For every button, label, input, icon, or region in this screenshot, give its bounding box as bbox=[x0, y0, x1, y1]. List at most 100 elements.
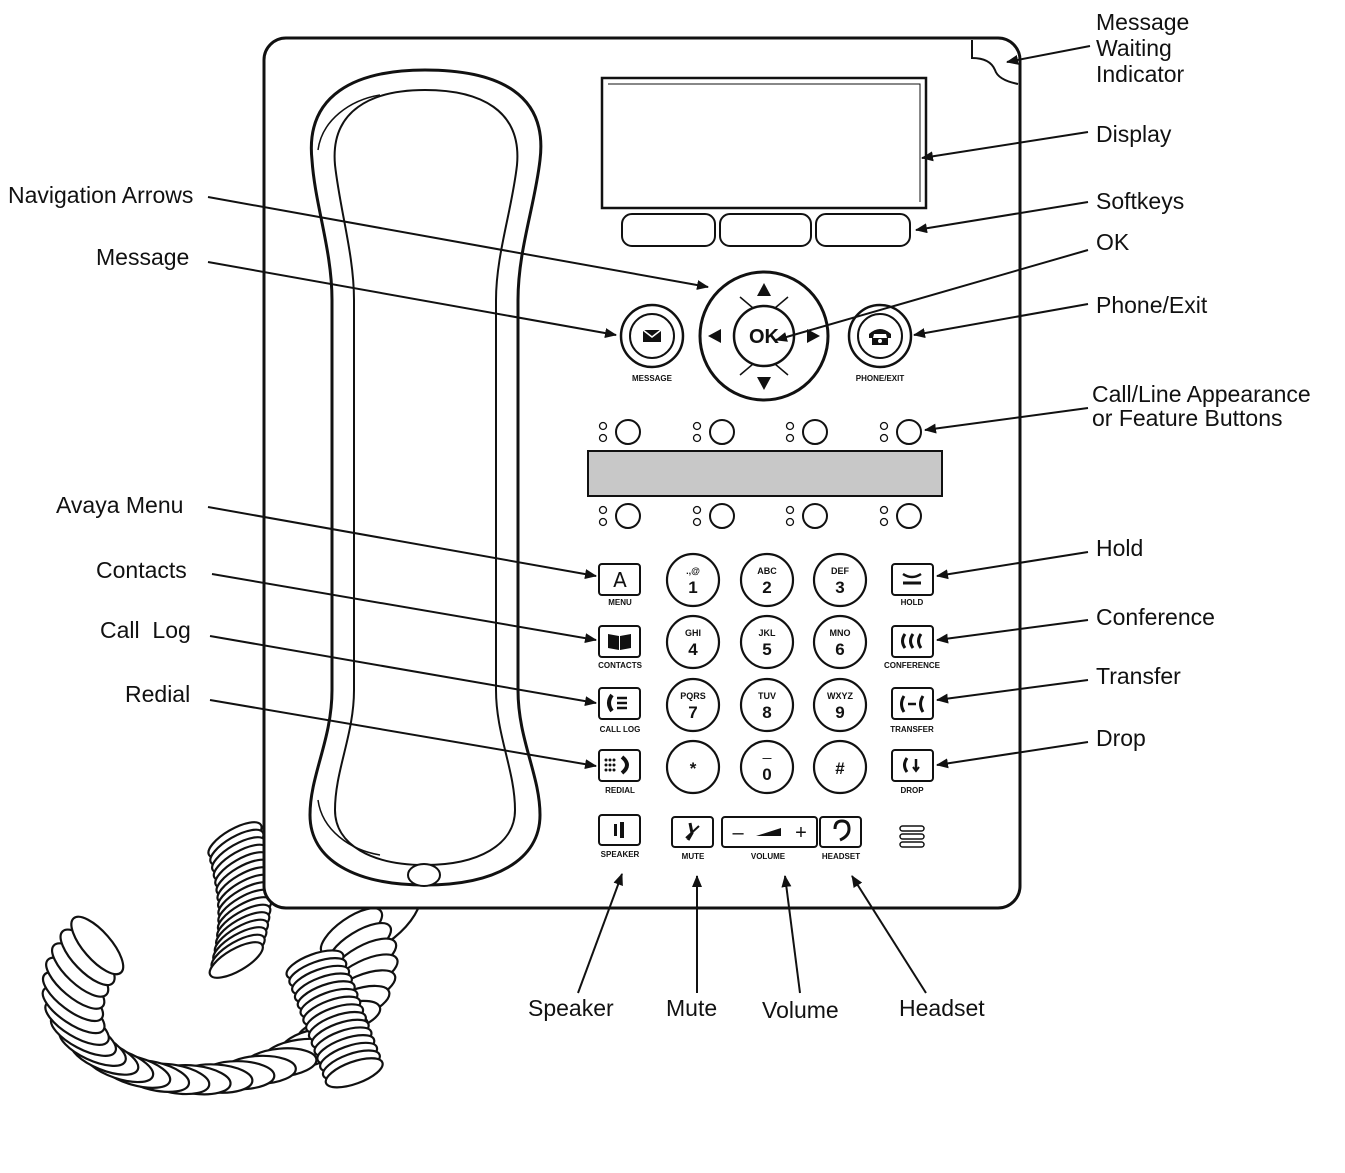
mute-button[interactable]: MUTE bbox=[671, 816, 714, 861]
line-appearance-button[interactable] bbox=[692, 419, 735, 445]
menu-button[interactable]: A MENU bbox=[598, 563, 641, 607]
handset bbox=[308, 68, 543, 887]
dial-key-11[interactable]: —0 bbox=[739, 739, 795, 795]
callout-volume: Volume bbox=[762, 997, 839, 1023]
dial-key-letters: TUV bbox=[758, 691, 776, 701]
headset-key-label: HEADSET bbox=[822, 852, 860, 861]
volume-ramp-icon bbox=[756, 828, 781, 836]
redial-key-label: REDIAL bbox=[605, 786, 635, 795]
line-appearance-button[interactable] bbox=[598, 419, 641, 445]
dial-key-1[interactable]: .,@ 1 bbox=[665, 552, 721, 608]
nav-up-arrow[interactable] bbox=[757, 283, 771, 296]
dial-key-digit: 0 bbox=[762, 765, 771, 784]
avaya-a-icon: A bbox=[613, 568, 627, 592]
call-log-button[interactable]: CALL LOG bbox=[598, 687, 641, 734]
headset-button[interactable]: HEADSET bbox=[819, 816, 862, 861]
callout-call-line-2: or Feature Buttons bbox=[1092, 405, 1283, 431]
telephone-icon bbox=[869, 329, 891, 345]
line-appearance-button[interactable] bbox=[692, 503, 735, 529]
dial-key-digit: 2 bbox=[762, 578, 771, 597]
phone-exit-key-label: PHONE/EXIT bbox=[856, 374, 905, 383]
volume-key-label: VOLUME bbox=[751, 852, 786, 861]
dial-key-letters: ABC bbox=[757, 566, 777, 576]
dial-key-10[interactable]: * bbox=[665, 739, 721, 795]
volume-minus[interactable]: – bbox=[732, 822, 744, 844]
envelope-icon bbox=[642, 329, 662, 342]
redial-button[interactable]: REDIAL bbox=[598, 749, 641, 795]
callout-navigation-arrows: Navigation Arrows bbox=[8, 182, 193, 208]
callout-softkeys: Softkeys bbox=[1096, 188, 1184, 214]
volume-plus[interactable]: + bbox=[795, 822, 807, 844]
callout-redial: Redial bbox=[125, 681, 190, 707]
contacts-key-label: CONTACTS bbox=[598, 661, 643, 670]
callout-speaker: Speaker bbox=[528, 995, 614, 1021]
message-button[interactable]: MESSAGE bbox=[619, 303, 685, 383]
button-label-strip bbox=[587, 450, 943, 497]
dial-key-6[interactable]: MNO 6 bbox=[812, 614, 868, 670]
nav-right-arrow[interactable] bbox=[807, 329, 820, 343]
dial-key-digit: 6 bbox=[835, 640, 844, 659]
drop-button[interactable]: DROP bbox=[891, 749, 934, 795]
dial-key-digit: 1 bbox=[688, 578, 697, 597]
navigation-cluster: OK bbox=[698, 270, 830, 402]
speaker-button[interactable]: SPEAKER bbox=[598, 814, 641, 859]
callout-call-log: Call Log bbox=[100, 617, 191, 643]
dial-key-2[interactable]: ABC 2 bbox=[739, 552, 795, 608]
hold-button[interactable]: HOLD bbox=[891, 563, 934, 607]
softkey-1[interactable] bbox=[621, 213, 716, 247]
volume-control[interactable]: – + VOLUME bbox=[721, 816, 818, 861]
menu-key-label: MENU bbox=[608, 598, 632, 607]
conference-button[interactable]: CONFERENCE bbox=[884, 625, 941, 670]
call-log-key-label: CALL LOG bbox=[600, 725, 641, 734]
softkey-2[interactable] bbox=[719, 213, 812, 247]
nav-down-arrow[interactable] bbox=[757, 377, 771, 390]
call-log-icon bbox=[607, 693, 627, 713]
callout-headset: Headset bbox=[899, 995, 985, 1021]
dial-key-7[interactable]: PQRS 7 bbox=[665, 677, 721, 733]
line-buttons-top bbox=[598, 419, 922, 445]
hold-icon bbox=[902, 572, 922, 585]
callout-message-waiting-2: Waiting bbox=[1096, 35, 1172, 61]
mute-key-label: MUTE bbox=[682, 852, 705, 861]
line-appearance-button[interactable] bbox=[785, 419, 828, 445]
transfer-button[interactable]: TRANSFER bbox=[890, 687, 934, 734]
transfer-key-label: TRANSFER bbox=[890, 725, 934, 734]
callout-message: Message bbox=[96, 244, 189, 270]
nav-left-arrow[interactable] bbox=[708, 329, 721, 343]
line-appearance-button[interactable] bbox=[879, 503, 922, 529]
dial-key-letters: GHI bbox=[685, 628, 701, 638]
callout-mute: Mute bbox=[666, 995, 717, 1021]
line-appearance-button[interactable] bbox=[879, 419, 922, 445]
callout-display: Display bbox=[1096, 121, 1172, 147]
phone-exit-button[interactable]: PHONE/EXIT bbox=[847, 303, 913, 383]
dial-key-digit: 7 bbox=[688, 703, 697, 722]
callout-labels: Message Waiting Indicator Display Softke… bbox=[8, 9, 1311, 1023]
callout-call-line-1: Call/Line Appearance bbox=[1092, 381, 1311, 407]
callout-message-waiting-1: Message bbox=[1096, 9, 1189, 35]
line-appearance-button[interactable] bbox=[598, 503, 641, 529]
callout-transfer: Transfer bbox=[1096, 663, 1181, 689]
book-icon bbox=[608, 634, 631, 650]
message-waiting-indicator bbox=[971, 40, 1019, 85]
dial-key-letters: MNO bbox=[830, 628, 851, 638]
ok-button[interactable]: OK bbox=[749, 326, 780, 348]
line-appearance-button[interactable] bbox=[785, 503, 828, 529]
dial-key-12[interactable]: # bbox=[812, 739, 868, 795]
speaker-grille-icon bbox=[899, 825, 925, 848]
softkey-3[interactable] bbox=[815, 213, 911, 247]
dial-key-digit: 3 bbox=[835, 578, 844, 597]
callout-message-waiting-3: Indicator bbox=[1096, 61, 1185, 87]
callout-conference: Conference bbox=[1096, 604, 1215, 630]
dial-key-letters: .,@ bbox=[686, 566, 700, 576]
dial-key-letters: PQRS bbox=[680, 691, 706, 701]
message-key-label: MESSAGE bbox=[632, 374, 673, 383]
contacts-button[interactable]: CONTACTS bbox=[598, 625, 643, 670]
dial-key-digit: # bbox=[835, 759, 845, 778]
